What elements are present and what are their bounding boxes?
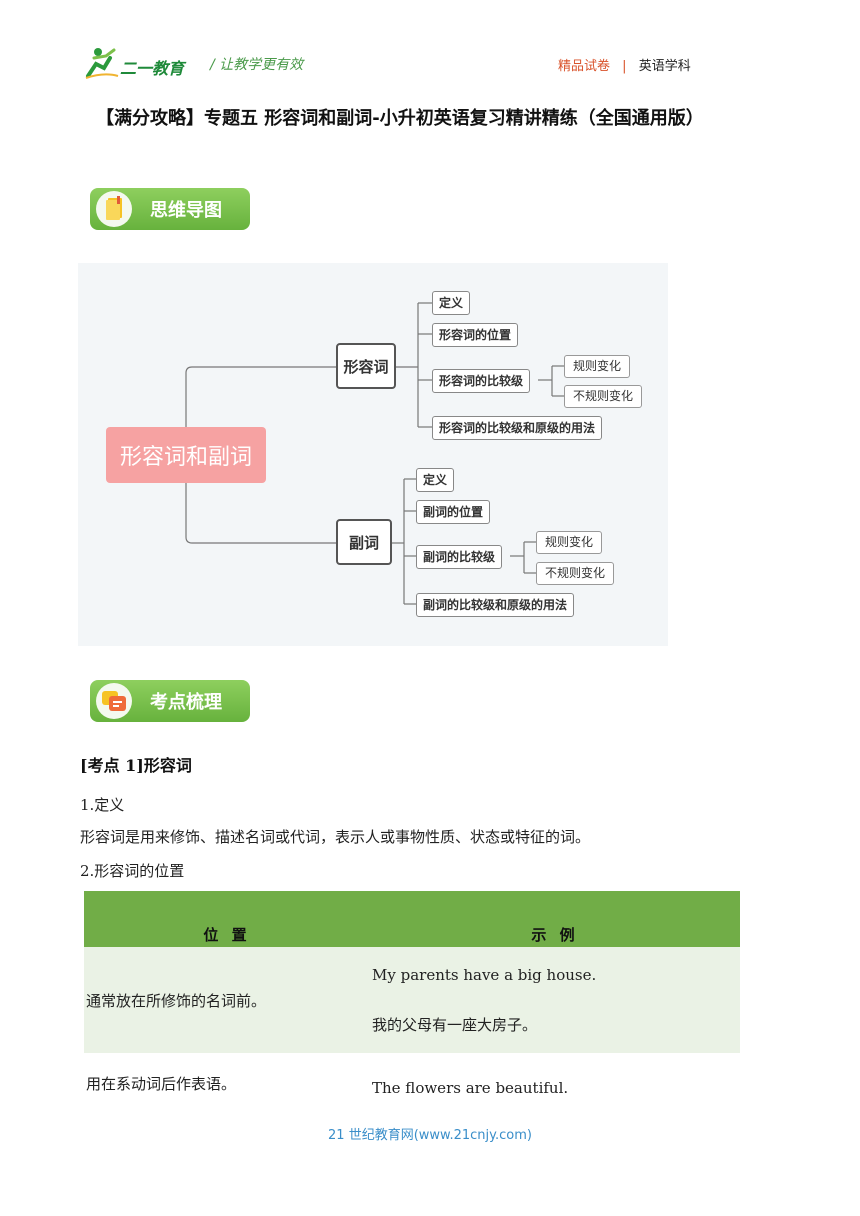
- branch-adverb: 副词: [336, 519, 392, 565]
- adv-comparative: 副词的比较级: [416, 545, 503, 569]
- table-cell-example: My parents have a big house. 我的父母有一座大房子。: [370, 947, 740, 1053]
- chat-icon: [96, 683, 132, 719]
- table-header-row: 位 置 示 例: [84, 891, 740, 947]
- book-icon: [96, 191, 132, 227]
- branch-adjective: 形容词: [336, 343, 396, 389]
- header-right: 精品试卷 | 英语学科: [558, 55, 691, 74]
- table-row: 通常放在所修饰的名词前。 My parents have a big house…: [84, 947, 740, 1053]
- adv-regular-change: 规则变化: [536, 531, 603, 554]
- adv-definition: 定义: [416, 468, 455, 492]
- quality-label: 精品试卷: [558, 59, 611, 74]
- adv-position: 副词的位置: [416, 500, 491, 524]
- example-english: The flowers are beautiful.: [372, 1079, 569, 1097]
- logo-text: 二一教育: [120, 59, 185, 78]
- table-header-position: 位 置: [84, 891, 370, 947]
- keypoints-banner-label: 考点梳理: [150, 692, 222, 713]
- mind-map-connectors: [185, 302, 564, 605]
- runner-logo-icon: [85, 48, 119, 79]
- adv-comparative-usage: 副词的比较级和原级的用法: [416, 593, 575, 617]
- table-cell-position: 通常放在所修饰的名词前。: [84, 947, 370, 1053]
- adj-position: 形容词的位置: [432, 323, 519, 347]
- mind-map-root: 形容词和副词: [106, 427, 266, 483]
- example-chinese: 我的父母有一座大房子。: [372, 1015, 538, 1034]
- adj-definition: 定义: [432, 291, 471, 315]
- section-position-heading: 2.形容词的位置: [80, 862, 185, 880]
- section-definition-heading: 1.定义: [80, 796, 125, 814]
- kaodian-heading: [考点 1]形容词: [80, 752, 192, 776]
- table-cell-position: 用在系动词后作表语。: [84, 1053, 370, 1160]
- slogan: / 让教学更有效: [210, 57, 304, 73]
- page-title: 【满分攻略】专题五 形容词和副词-小升初英语复习精讲精练（全国通用版）: [96, 108, 704, 129]
- kaodian-name: 形容词: [143, 756, 192, 775]
- adj-comparative: 形容词的比较级: [432, 369, 531, 393]
- adj-comparative-usage: 形容词的比较级和原级的用法: [432, 416, 603, 440]
- table-row: 用在系动词后作表语。 The flowers are beautiful.: [84, 1053, 740, 1160]
- keypoints-banner: 考点梳理: [90, 680, 250, 722]
- mindmap-banner-label: 思维导图: [150, 200, 222, 221]
- section-definition-body: 形容词是用来修饰、描述名词或代词，表示人或事物性质、状态或特征的词。: [80, 828, 591, 846]
- page-footer: 21 世纪教育网(www.21cnjy.com): [328, 1128, 532, 1143]
- table-cell-example: The flowers are beautiful.: [370, 1053, 740, 1160]
- mindmap-banner: 思维导图: [90, 188, 250, 230]
- example-english: My parents have a big house.: [372, 965, 597, 984]
- adv-irregular-change: 不规则变化: [536, 562, 615, 585]
- kaodian-prefix: [考点 1]: [80, 756, 144, 775]
- table-header-example: 示 例: [370, 891, 740, 947]
- header-separator: |: [622, 59, 627, 74]
- subject-label: 英语学科: [638, 59, 691, 74]
- page-header: 二一教育 / 让教学更有效 精品试卷 | 英语学科: [0, 0, 860, 90]
- adj-irregular-change: 不规则变化: [564, 385, 643, 408]
- adjective-position-table: 位 置 示 例 通常放在所修饰的名词前。 My parents have a b…: [84, 891, 740, 1160]
- adj-regular-change: 规则变化: [564, 355, 631, 378]
- mind-map: 形容词和副词 形容词 定义 形容词的位置 形容词的比较级 规则变化 不规则变化 …: [78, 263, 668, 646]
